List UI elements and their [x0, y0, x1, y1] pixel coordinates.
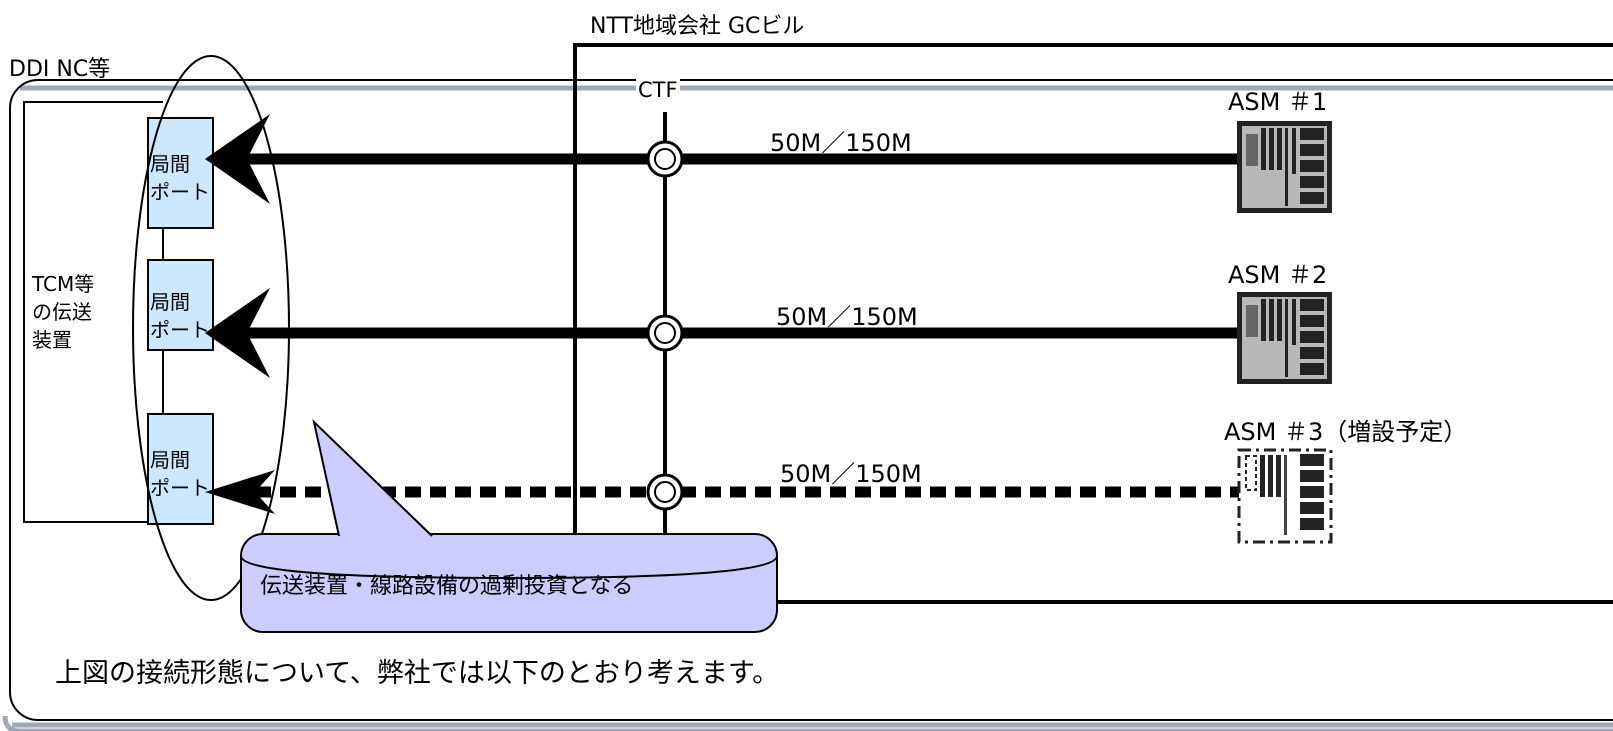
ctf-connector-3-inner — [654, 481, 676, 503]
transmission-device-label: TCM等 の伝送 装置 — [32, 270, 94, 354]
transmission-device-line: TCM等 — [32, 272, 95, 296]
port-label-1: 局間 ポート — [150, 150, 210, 206]
callout-bubble — [240, 418, 778, 633]
port-label-3: 局間 ポート — [150, 446, 210, 502]
outer-frame — [9, 79, 1613, 721]
asm-icon-3 — [1237, 448, 1333, 544]
ctf-label: CTF — [636, 78, 680, 102]
transmission-device-line: の伝送 — [32, 300, 92, 324]
port-box-2 — [147, 259, 214, 351]
arrowhead-3 — [205, 470, 275, 514]
asm-label-1: ASM ＃1 — [1228, 88, 1328, 116]
link-rate-3: 50M／150M — [780, 460, 922, 488]
link-rate-2: 50M／150M — [776, 303, 918, 331]
asm-label-2: ASM ＃2 — [1228, 261, 1328, 289]
port-box-1 — [147, 117, 214, 229]
ctf-connector-1-inner — [654, 148, 676, 170]
port-label-line: ポート — [150, 318, 210, 342]
ports-highlight-ellipse — [132, 55, 290, 601]
callout-text: 伝送装置・線路設備の過剰投資となる — [260, 574, 634, 599]
port-label-2: 局間 ポート — [150, 288, 210, 344]
ntt-building-box — [573, 43, 1613, 600]
port-label-line: ポート — [150, 476, 210, 500]
port-label-line: 局間 — [150, 290, 190, 314]
asm-icon-2 — [1237, 292, 1332, 384]
port-label-line: ポート — [150, 180, 210, 204]
asm-icon-1 — [1237, 121, 1332, 213]
transmission-device-box — [23, 101, 163, 523]
transmission-device-line: 装置 — [32, 328, 72, 352]
ctf-connector-2-inner — [654, 322, 676, 344]
port-label-line: 局間 — [150, 152, 190, 176]
arrowhead-2 — [205, 288, 270, 378]
building-label: NTT地域会社 GCビル — [590, 14, 805, 39]
footer-text: 上図の接続形態について、弊社では以下のとおり考えます。 — [55, 658, 780, 689]
arrowhead-1 — [205, 114, 270, 204]
port-label-line: 局間 — [150, 448, 190, 472]
asm-label-3: ASM ＃3（増設予定） — [1224, 418, 1468, 446]
link-rate-1: 50M／150M — [770, 129, 912, 157]
left-site-label: DDI NC等 — [9, 57, 111, 82]
port-box-3 — [147, 413, 214, 525]
